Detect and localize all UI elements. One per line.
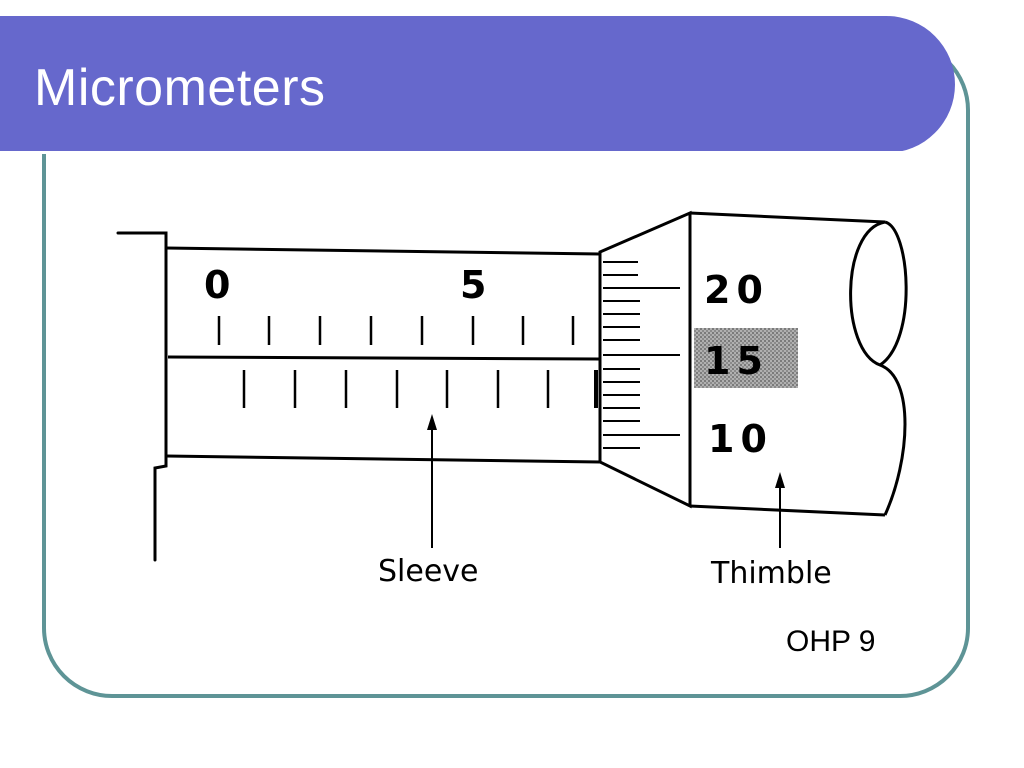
sleeve-datum-line — [167, 355, 601, 361]
thimble-callout-arrow — [775, 472, 785, 548]
source-tag: OHP 9 — [786, 625, 876, 658]
thimble-graduations — [603, 261, 680, 449]
thimble-callout-label: Thimble — [710, 556, 832, 591]
thimble-bevel — [598, 210, 692, 509]
thimble-label-current: 15 — [704, 339, 769, 383]
sleeve-callout-arrow — [427, 414, 437, 548]
slide-title: Micrometers — [34, 59, 326, 117]
title-underline — [0, 151, 905, 154]
thimble-barrel — [689, 211, 908, 517]
title-bar: Micrometers — [0, 16, 955, 154]
sleeve-scale-ticks — [217, 316, 598, 408]
sleeve-body — [164, 246, 601, 464]
sleeve-callout-label: Sleeve — [378, 554, 479, 589]
thimble-label-lower: 10 — [708, 417, 773, 461]
thimble-reading-highlight — [694, 328, 798, 388]
sleeve-label-zero: 0 — [204, 263, 230, 307]
thimble-label-upper: 20 — [704, 268, 769, 312]
sleeve-label-five: 5 — [460, 263, 486, 307]
frame-outline — [116, 231, 168, 562]
